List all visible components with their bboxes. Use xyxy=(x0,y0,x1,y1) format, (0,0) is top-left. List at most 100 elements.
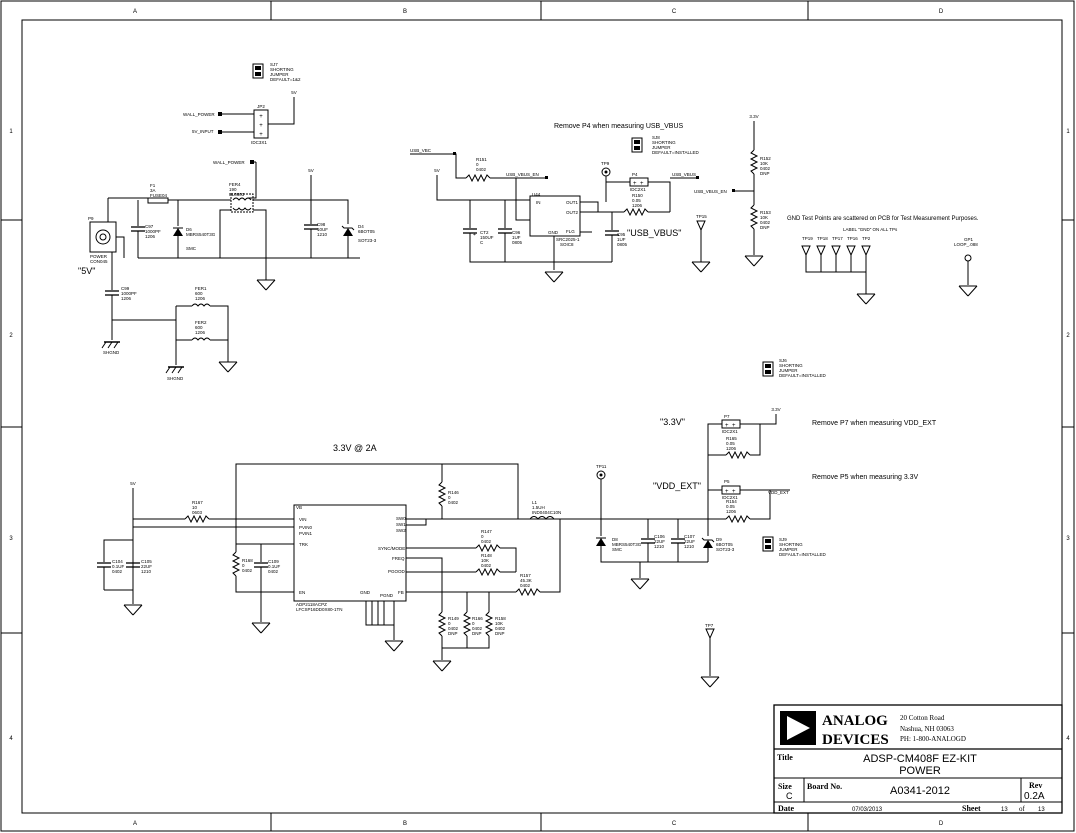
row-4-right: 4 xyxy=(1066,736,1070,742)
svg-text:0402: 0402 xyxy=(481,563,492,568)
sheet-total: 13 xyxy=(1038,807,1045,813)
note-remove-p7: Remove P7 when measuring VDD_EXT xyxy=(812,420,937,427)
svg-text:LFCSP16DD0X80-1TN: LFCSP16DD0X80-1TN xyxy=(296,607,343,612)
svg-text:DNP: DNP xyxy=(472,631,482,636)
p7-jumper: ++ P7 IDC2X1 xyxy=(721,414,741,434)
company-line2: DEVICES xyxy=(822,732,889,748)
row-1-left: 1 xyxy=(9,129,13,135)
svg-text:PGOOD: PGOOD xyxy=(388,569,406,574)
svg-text:C97: C97 xyxy=(145,224,154,229)
label-3v3: "3.3V" xyxy=(660,417,685,427)
svg-text:DNP: DNP xyxy=(448,631,458,636)
svg-text:0402: 0402 xyxy=(481,539,492,544)
svg-text:0.05: 0.05 xyxy=(726,441,735,446)
svg-text:R146: R146 xyxy=(448,490,459,495)
svg-text:FER2: FER2 xyxy=(195,320,207,325)
svg-text:SJ9: SJ9 xyxy=(779,537,787,542)
date-value: 07/03/2013 xyxy=(852,807,883,813)
svg-text:1206: 1206 xyxy=(195,330,206,335)
svg-text:1210: 1210 xyxy=(317,232,328,237)
svg-text:F1: F1 xyxy=(150,183,156,188)
net-5v-input: 5V_INPUT xyxy=(192,129,214,134)
svg-text:600: 600 xyxy=(195,325,203,330)
net-5v-b: 5V xyxy=(308,168,314,173)
svg-text:R153: R153 xyxy=(760,210,771,215)
svg-text:0805: 0805 xyxy=(617,242,628,247)
svg-text:R168: R168 xyxy=(242,558,253,563)
svg-text:EN: EN xyxy=(299,590,305,595)
note-gnd-tp: GND Test Points are scattered on PCB for… xyxy=(787,216,979,222)
svg-text:600: 600 xyxy=(195,291,203,296)
svg-text:R147: R147 xyxy=(481,529,492,534)
svg-text:MBRS540T3G: MBRS540T3G xyxy=(612,542,642,547)
title-label: Title xyxy=(777,753,793,762)
svg-text:0402: 0402 xyxy=(112,569,123,574)
of-label: of xyxy=(1019,805,1026,813)
sheet-label: Sheet xyxy=(962,804,981,813)
svg-text:SOT23-3: SOT23-3 xyxy=(716,547,735,552)
d9-tvs xyxy=(703,540,713,548)
net-usb-vbus: USB_VBUS xyxy=(672,172,696,177)
svg-text:IDC2X1: IDC2X1 xyxy=(722,495,738,500)
svg-text:C107: C107 xyxy=(684,534,695,539)
title-line1: ADSP-CM408F EZ-KIT xyxy=(863,753,977,765)
svg-text:SOIC8: SOIC8 xyxy=(560,242,574,247)
net-usb-vbus-en: USB_VBUS_EN xyxy=(506,172,539,177)
d6-diode xyxy=(173,228,183,236)
board-label: Board No. xyxy=(807,782,842,791)
svg-text:R150: R150 xyxy=(632,193,643,198)
size-label: Size xyxy=(778,782,792,791)
svg-text:JUMPER: JUMPER xyxy=(779,547,798,552)
svg-text:PVIN0: PVIN0 xyxy=(299,525,313,530)
svg-text:SYNC/MODE: SYNC/MODE xyxy=(378,546,405,551)
svg-text:10K: 10K xyxy=(760,161,768,166)
svg-text:R151: R151 xyxy=(476,157,487,162)
svg-text:IDC2X1: IDC2X1 xyxy=(722,429,738,434)
svg-text:FUSE04: FUSE04 xyxy=(150,193,168,198)
svg-text:POWER: POWER xyxy=(90,254,108,259)
svg-text:0805: 0805 xyxy=(512,240,523,245)
svg-text:DEFAULT=INSTALLED: DEFAULT=INSTALLED xyxy=(652,150,699,155)
svg-text:SJ8: SJ8 xyxy=(652,135,660,140)
col-d-top: D xyxy=(939,9,944,15)
title-line2: POWER xyxy=(899,765,941,777)
label-usb-vbus: "USB_VBUS" xyxy=(627,228,681,238)
svg-text:FLG: FLG xyxy=(566,229,575,234)
svg-text:1206: 1206 xyxy=(726,509,737,514)
svg-text:1206: 1206 xyxy=(726,446,737,451)
svg-text:0.05: 0.05 xyxy=(632,198,641,203)
svg-text:TP18: TP18 xyxy=(817,236,828,241)
svg-text:CON045: CON045 xyxy=(90,259,108,264)
svg-text:OUT2: OUT2 xyxy=(566,210,578,215)
svg-text:10UF: 10UF xyxy=(317,227,328,232)
rev-label: Rev xyxy=(1029,781,1042,790)
svg-text:C105: C105 xyxy=(141,559,152,564)
svg-text:TP17: TP17 xyxy=(832,236,843,241)
svg-text:DEFAULT=1&2: DEFAULT=1&2 xyxy=(270,77,301,82)
svg-text:TP16: TP16 xyxy=(847,236,858,241)
svg-text:150UF: 150UF xyxy=(480,235,494,240)
board-value: A0341-2012 xyxy=(890,785,950,797)
svg-text:0: 0 xyxy=(448,495,451,500)
net-wall-power-2: WALL_POWER xyxy=(213,160,245,165)
svg-text:FL0603: FL0603 xyxy=(229,192,245,197)
svg-text:PVIN1: PVIN1 xyxy=(299,531,313,536)
note-remove-p4: Remove P4 when measuring USB_VBUS xyxy=(554,123,684,130)
note-label-gnd: LABEL "GND" ON ALL TPs xyxy=(843,227,898,232)
svg-text:R154: R154 xyxy=(726,499,737,504)
svg-text:P4: P4 xyxy=(632,172,638,177)
svg-text:P9: P9 xyxy=(88,216,94,221)
svg-text:10K: 10K xyxy=(481,558,489,563)
